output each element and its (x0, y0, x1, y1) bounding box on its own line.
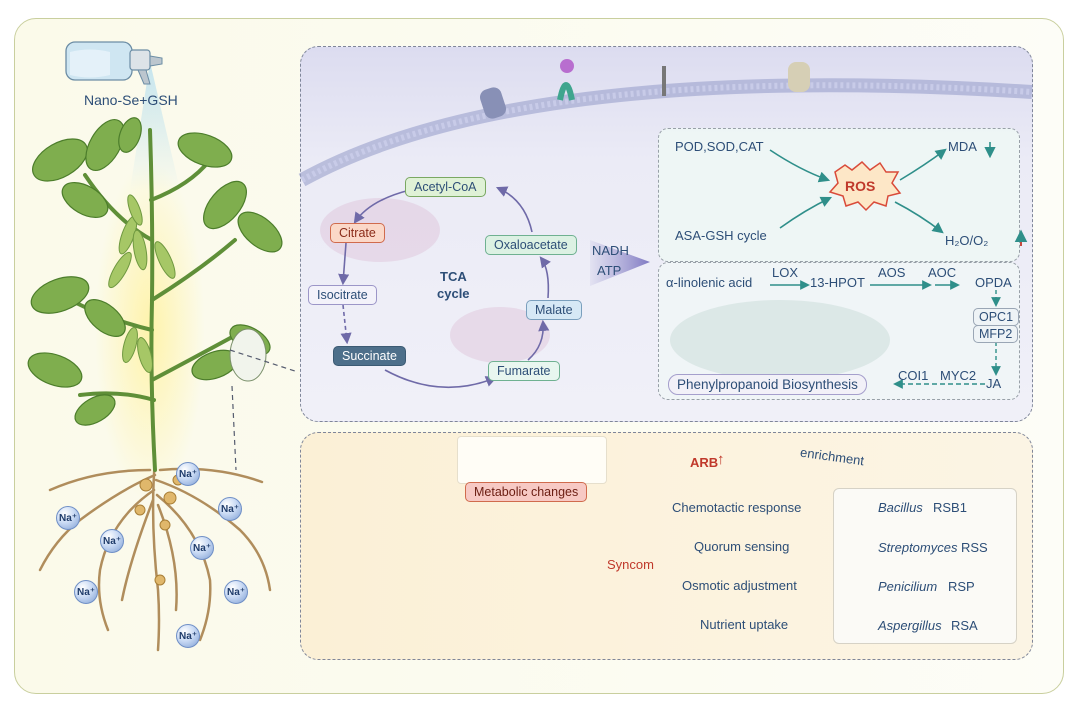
microbe-strain: RSA (951, 618, 978, 633)
microbe-genus: Streptomyces (878, 540, 958, 555)
citrate-node: Citrate (330, 223, 385, 243)
arb-increase-arrow-icon: ↑ (717, 451, 725, 468)
opda-label: OPDA (975, 275, 1012, 290)
lox-enzyme-label: LOX (772, 265, 799, 280)
sodium-ion: Na⁺ (224, 580, 248, 604)
antioxidant-enzymes-label: POD,SOD,CAT (675, 139, 764, 154)
13-hpot-label: 13-HPOT (810, 275, 865, 290)
metabolic-changes-label: Metabolic changes (465, 482, 588, 502)
mda-label: MDA (948, 139, 977, 154)
coi1-label: COI1 (898, 368, 929, 383)
spray-label: Nano-Se+GSH (84, 92, 178, 108)
syncom-label: Syncom (607, 557, 654, 572)
quorum-sensing-label: Quorum sensing (694, 539, 790, 554)
microbe-strain: RSB1 (933, 500, 967, 515)
osmotic-adjustment-label: Osmotic adjustment (682, 578, 797, 593)
sodium-ion: Na⁺ (176, 624, 200, 648)
aos-enzyme-label: AOS (878, 265, 906, 280)
phenylpropanoid-label: Phenylpropanoid Biosynthesis (668, 374, 867, 395)
isocitrate-node: Isocitrate (308, 285, 377, 305)
succinate-node: Succinate (333, 346, 406, 366)
tca-center-line2: cycle (437, 286, 470, 301)
metabolite-box (457, 436, 607, 484)
sodium-ion: Na⁺ (218, 497, 242, 521)
alpha-linolenic-acid-label: α-linolenic acid (666, 275, 753, 290)
ros-burst-icon (828, 160, 902, 212)
microbe-strain: RSS (961, 540, 988, 555)
microbe-genus: Bacillus (878, 500, 923, 515)
chemotactic-response-label: Chemotactic response (672, 500, 802, 515)
ja-label: JA (986, 376, 1002, 391)
atp-label: ATP (597, 263, 622, 278)
plant-stem (68, 128, 247, 472)
sodium-ion: Na⁺ (74, 580, 98, 604)
leaf-group (27, 117, 283, 426)
plant-illustration (27, 41, 299, 652)
ros-label: ROS (845, 178, 876, 194)
asa-gsh-cycle-label: ASA-GSH cycle (675, 228, 767, 243)
sodium-ion: Na⁺ (190, 536, 214, 560)
acetyl-coa-node: Acetyl-CoA (405, 177, 486, 197)
tca-center-line1: TCA (440, 269, 467, 284)
mfp2-label: MFP2 (973, 325, 1019, 343)
nadh-label: NADH (592, 243, 629, 258)
fumarate-node: Fumarate (488, 361, 560, 381)
microbe-list-box (833, 488, 1017, 644)
h2o-o2-label: H₂O/O₂ (945, 233, 989, 248)
microbe-strain: RSP (948, 579, 975, 594)
myc2-label: MYC2 (940, 368, 977, 383)
sodium-ion: Na⁺ (176, 462, 200, 486)
microbe-genus: Aspergillus (878, 618, 942, 633)
sodium-ion: Na⁺ (100, 529, 124, 553)
nutrient-uptake-label: Nutrient uptake (700, 617, 789, 632)
microbe-genus: Penicilium (878, 579, 938, 594)
cell-membrane (298, 59, 1033, 187)
opc1-label: OPC1 (973, 308, 1020, 326)
aoc-enzyme-label: AOC (928, 265, 957, 280)
spray-bottle-icon (65, 41, 163, 85)
arb-label: ARB (690, 455, 719, 470)
sodium-ion: Na⁺ (56, 506, 80, 530)
soybean-pods (108, 194, 176, 373)
malate-node: Malate (526, 300, 582, 320)
oxaloacetate-node: Oxaloacetate (485, 235, 577, 255)
